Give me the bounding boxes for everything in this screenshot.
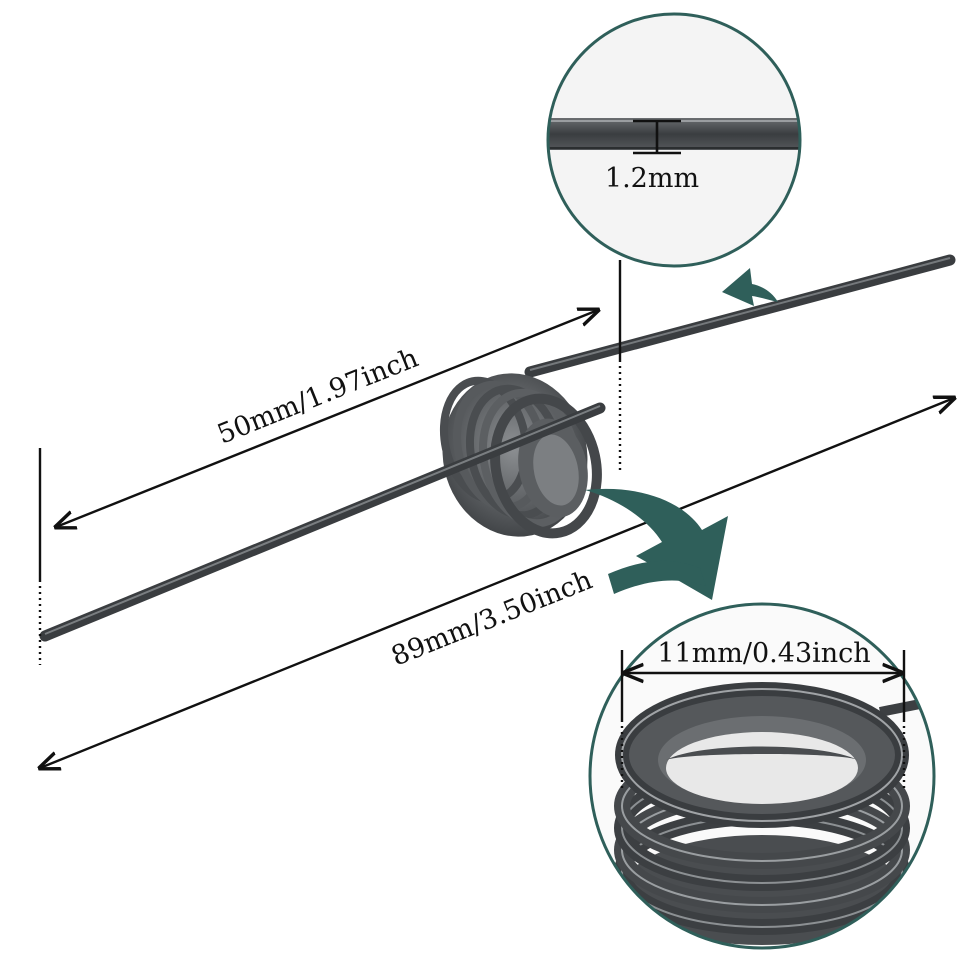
wire-diameter-zoom: 1.2mm — [546, 12, 802, 268]
coil-diameter-zoom: 11mm/0.43inch — [588, 602, 936, 950]
callout-arrow-down-icon — [585, 488, 728, 600]
leg-length-label: 50mm/1.97inch — [213, 342, 423, 450]
wire-diameter-marker — [633, 119, 681, 155]
coil-diameter-label: 11mm/0.43inch — [657, 638, 870, 669]
wire-diameter-label: 1.2mm — [605, 163, 699, 194]
callout-arrow-up-icon — [722, 268, 778, 306]
spring-long-leg — [524, 254, 956, 378]
spring-coil — [439, 373, 602, 539]
total-length-label: 89mm/3.50inch — [387, 564, 597, 672]
coil-diameter-dimension: 11mm/0.43inch — [620, 638, 906, 790]
coil-closeup — [614, 682, 934, 945]
